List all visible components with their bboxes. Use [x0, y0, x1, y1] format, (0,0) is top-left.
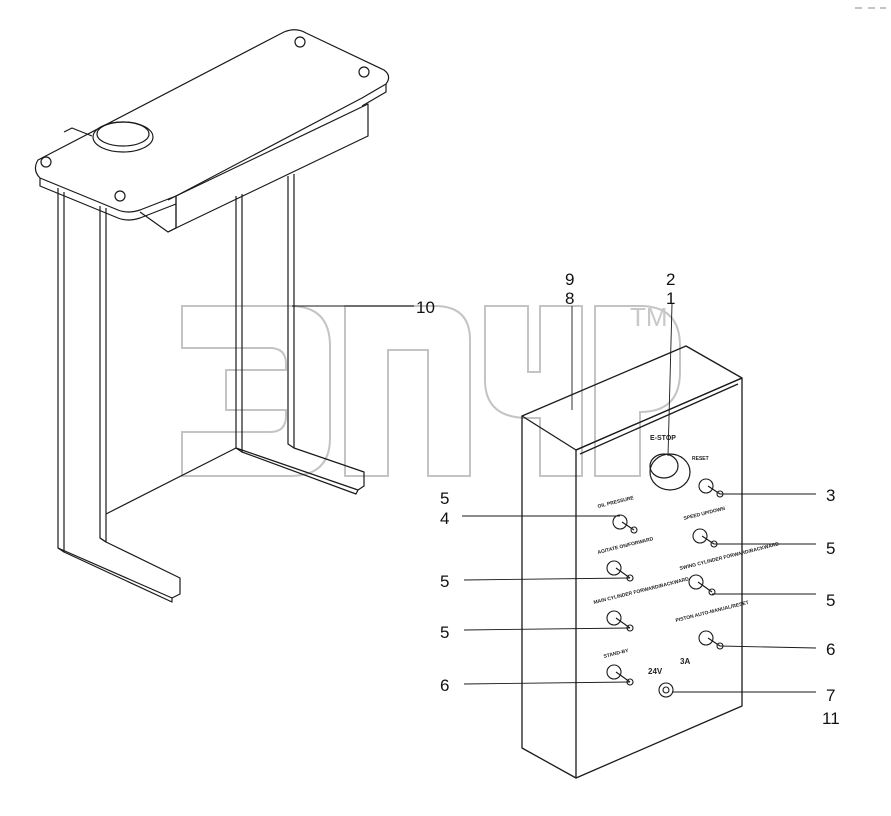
callout-5-agitate: 5 [440, 572, 449, 591]
callout-5-speed: 5 [826, 539, 835, 558]
callout-6-piston: 6 [826, 640, 835, 659]
callout-6-standby: 6 [440, 676, 449, 695]
callout-2: 2 [666, 270, 675, 289]
watermark-tm: TM [630, 302, 668, 332]
toggle-switch-piston [698, 630, 724, 650]
reset-label: RESET [692, 456, 709, 462]
watermark-logo [181, 305, 681, 477]
callout-5-main: 5 [440, 623, 449, 642]
toggle-switch-swing-cylinder [688, 574, 716, 596]
callout-4: 4 [440, 509, 449, 528]
agitate-label: AGITATE ON/FORWARD [597, 536, 654, 556]
callout-10: 10 [416, 298, 435, 317]
voltage-label: 24V [648, 667, 663, 676]
estop-label: E-STOP [650, 435, 676, 442]
swing-cylinder-label: SWING CYLINDER FORWARD/BACKWARD [679, 541, 780, 572]
piston-label: PISTON AUTO-MANUAL/RESET [675, 600, 749, 624]
main-cylinder-label: MAIN CYLINDER FORWARD/BACKWARD [593, 576, 690, 606]
mounting-bracket [34, 29, 390, 603]
callout-5-oil: 5 [440, 489, 449, 508]
toggle-switch-oil-pressure [612, 514, 638, 534]
callout-9: 9 [565, 270, 574, 289]
toggle-switch-speed [692, 528, 718, 548]
toggle-switch-reset [698, 478, 724, 498]
callout-3: 3 [826, 486, 835, 505]
speed-label: SPEED UP/DOWN [683, 506, 726, 522]
amperage-label: 3A [680, 657, 690, 666]
callout-8: 8 [565, 289, 574, 308]
callout-5-swing: 5 [826, 591, 835, 610]
leader-lines [292, 303, 817, 693]
estop-button [649, 453, 691, 491]
standby-label: STAND-BY [603, 648, 630, 660]
control-box [521, 345, 743, 779]
oil-pressure-label: OIL PRESSURE [597, 495, 635, 510]
fuse-holder [658, 682, 674, 698]
toggle-switches [606, 478, 724, 698]
callout-1: 1 [666, 289, 675, 308]
callout-7: 7 [826, 686, 835, 705]
callout-11: 11 [822, 709, 840, 728]
